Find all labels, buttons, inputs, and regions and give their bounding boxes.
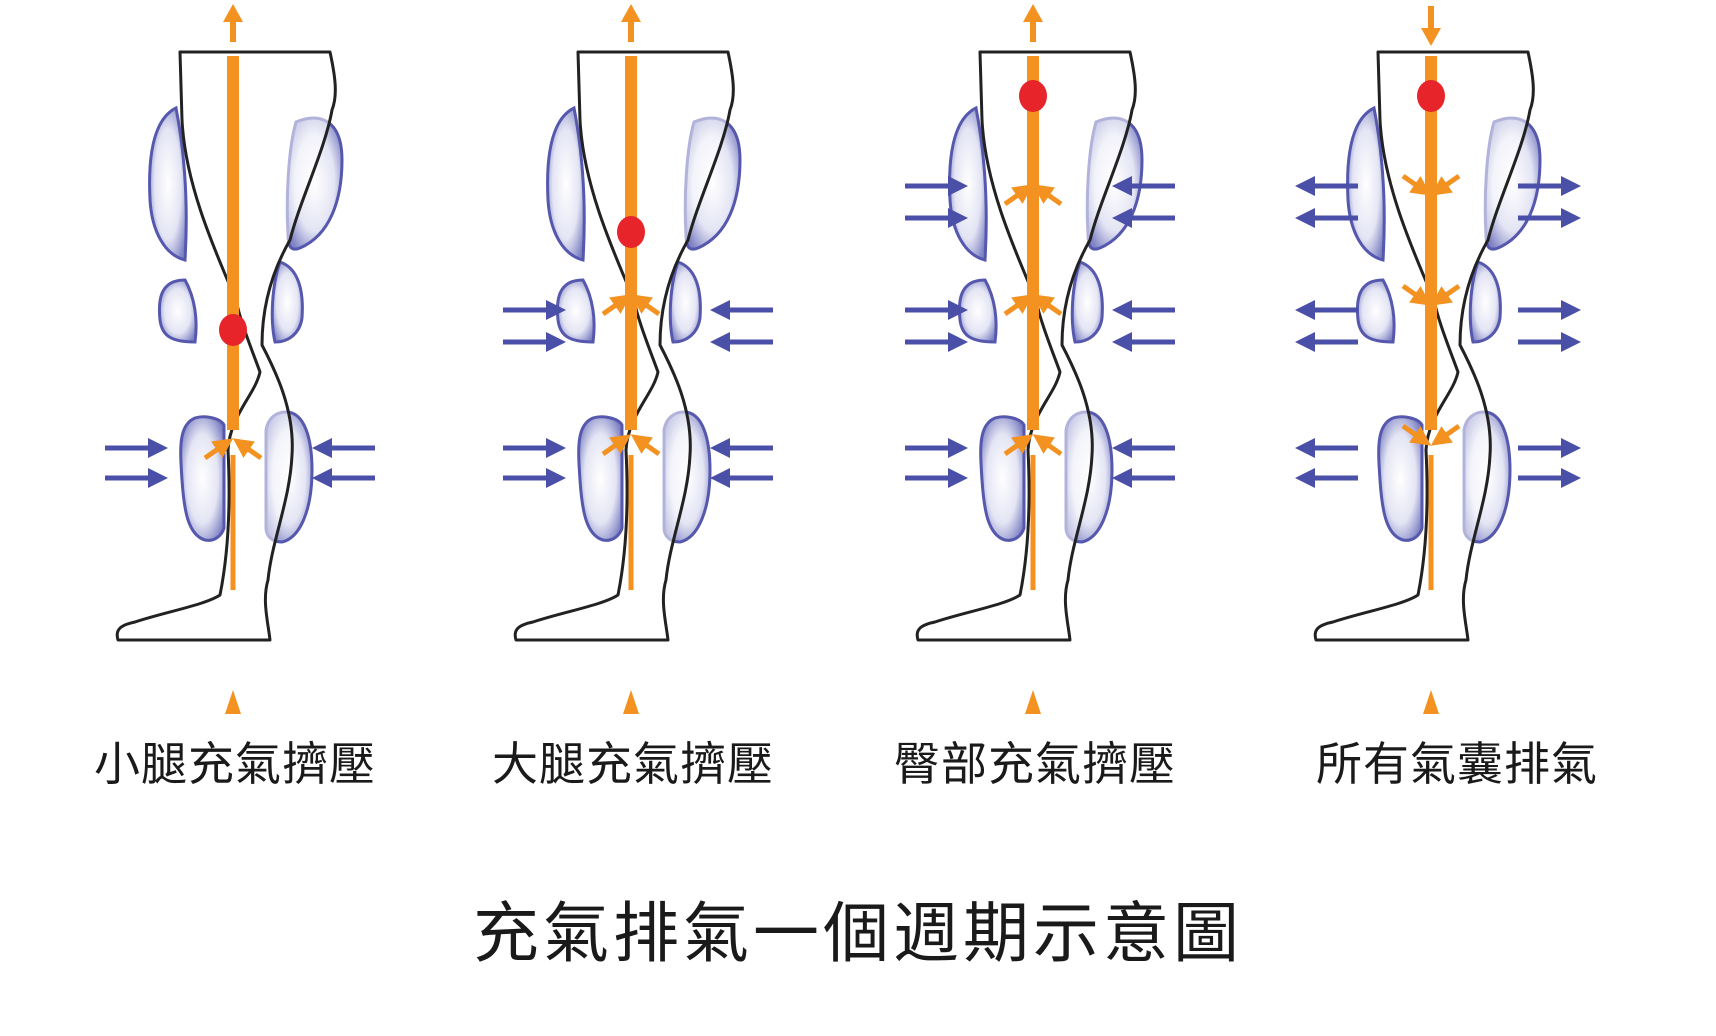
flow-arrow-icon [1025,690,1041,714]
panel-label-release: 所有氣囊排氣 [1316,737,1598,791]
flow-arrow-icon [1032,434,1063,457]
pressure-point-icon [219,314,247,346]
air-bag-icon [179,415,226,542]
air-bag-icon [1468,260,1502,344]
flow-arrow-icon [601,434,632,457]
panel-label-thigh: 大腿充氣擠壓 [492,737,774,791]
leg-outline [115,50,337,642]
flow-arrow-icon [1430,173,1461,196]
flow-arrow-icon [1430,423,1461,446]
flow-arrow-icon [1023,4,1043,22]
diagram-caption: 充氣排氣一個週期示意圖 [473,895,1243,972]
air-bag-icon [1070,260,1104,344]
air-bag-icon [555,278,596,344]
air-bag-icon [1377,415,1424,542]
pressure-point-icon [1019,80,1047,112]
flow-arrow-icon [1401,283,1432,306]
flow-arrow-icon [225,690,241,714]
air-bag-icon [1346,105,1386,262]
flow-arrow-icon [623,690,639,714]
flow-arrow-icon [1430,283,1461,306]
leg-panel-calf [105,4,375,714]
flow-arrow-icon [203,438,234,461]
flow-arrow-icon [1032,294,1063,317]
air-bag-icon [957,278,998,344]
flow-arrow-icon [630,434,661,457]
air-bag-icon [546,105,586,262]
panel-label-hip: 臀部充氣擠壓 [894,737,1176,791]
flow-arrow-icon [232,438,263,461]
air-bag-icon [979,415,1026,542]
flow-arrow-icon [1401,173,1432,196]
flow-arrow-icon [1003,294,1034,317]
flow-arrow-icon [1423,690,1439,714]
flow-arrow-icon [1003,434,1034,457]
air-bag-icon [668,260,702,344]
air-bag-icon [1355,278,1396,344]
flow-arrow-icon [1401,423,1432,446]
air-bag-icon [157,278,198,344]
leg-panel-thigh [503,4,773,714]
panel-label-calf: 小腿充氣擠壓 [94,737,376,791]
air-bag-icon [577,415,624,542]
flow-arrow-icon [223,4,243,22]
flow-arrow-icon [1421,28,1441,46]
leg-outline [915,50,1137,642]
leg-outline [513,50,735,642]
air-bag-icon [270,260,304,344]
pressure-point-icon [617,216,645,248]
leg-outline [1313,50,1535,642]
leg-panel-release [1295,6,1581,714]
flow-arrow-icon [1003,184,1034,207]
flow-arrow-icon [601,294,632,317]
flow-arrow-icon [630,294,661,317]
leg-panel-hip [905,4,1175,714]
flow-arrow-icon [1032,184,1063,207]
flow-arrow-icon [621,4,641,22]
pressure-point-icon [1417,80,1445,112]
air-bag-icon [148,105,188,262]
